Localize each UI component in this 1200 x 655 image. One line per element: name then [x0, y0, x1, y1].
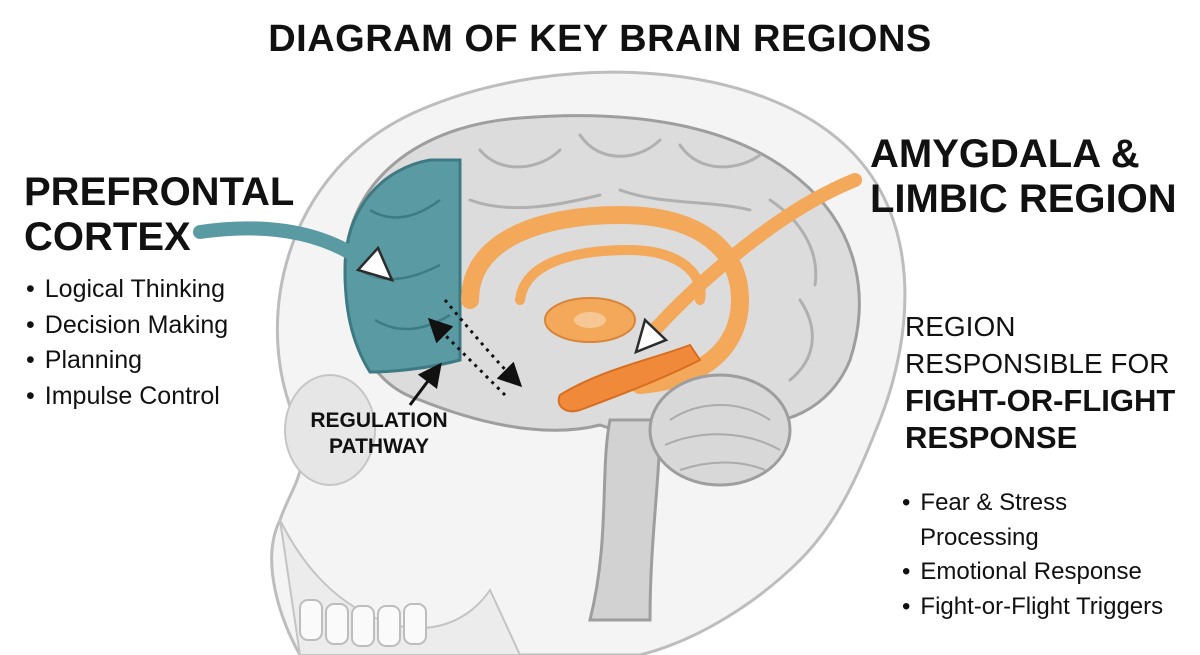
brainstem — [588, 418, 662, 622]
prefrontal-heading: PREFRONTAL CORTEX — [24, 170, 294, 260]
amygdala-function-item-continued: Processing — [920, 523, 1039, 551]
brain-mass — [343, 114, 861, 438]
teeth — [299, 599, 427, 647]
prefrontal-arrow — [193, 221, 382, 277]
regulation-arrows — [427, 299, 523, 397]
amygdala-desc-emph1: FIGHT-OR-FLIGHT — [905, 383, 1176, 418]
amygdala-arrow — [643, 173, 862, 342]
amygdala-heading: AMYGDALA & LIMBIC REGION — [870, 132, 1177, 222]
limbic-inner — [515, 244, 706, 305]
cerebellum — [648, 373, 792, 487]
amygdala-desc-line1: REGION — [905, 311, 1016, 342]
amygdala-function-item: Fight-or-Flight Triggers — [902, 590, 1163, 625]
prefrontal-function-item: Impulse Control — [26, 379, 228, 415]
amygdala-shape — [557, 343, 702, 413]
prefrontal-heading-line1: PREFRONTAL — [24, 170, 295, 214]
prefrontal-functions: Logical Thinking Decision Making Plannin… — [26, 272, 228, 414]
regulation-pathway-label: REGULATION PATHWAY — [300, 408, 458, 460]
amygdala-function-item: Fear & Stress — [902, 486, 1163, 521]
amygdala-desc-line2: RESPONSIBLE FOR — [905, 348, 1170, 379]
amygdala-function-item: Emotional Response — [902, 555, 1163, 590]
amygdala-functions: Fear & Stress Processing Emotional Respo… — [902, 486, 1163, 624]
eye-socket — [284, 374, 376, 486]
prefrontal-function-item: Decision Making — [26, 308, 228, 344]
regulation-line1: REGULATION — [310, 409, 448, 432]
amygdala-heading-line1: AMYGDALA & — [870, 132, 1140, 176]
amygdala-desc-emph2: RESPONSE — [905, 420, 1078, 455]
regulation-pointer — [408, 362, 442, 406]
brain-folds — [468, 133, 818, 382]
limbic-ring — [461, 205, 750, 394]
diagram-title: DIAGRAM OF KEY BRAIN REGIONS — [268, 18, 932, 60]
regulation-line2: PATHWAY — [329, 435, 429, 458]
amygdala-description: REGION RESPONSIBLE FOR FIGHT-OR-FLIGHT R… — [905, 308, 1175, 456]
amygdala-heading-line2: LIMBIC REGION — [870, 176, 1177, 221]
prefrontal-heading-line2: CORTEX — [24, 214, 191, 259]
prefrontal-function-item: Planning — [26, 343, 228, 379]
prefrontal-function-item: Logical Thinking — [26, 272, 228, 308]
